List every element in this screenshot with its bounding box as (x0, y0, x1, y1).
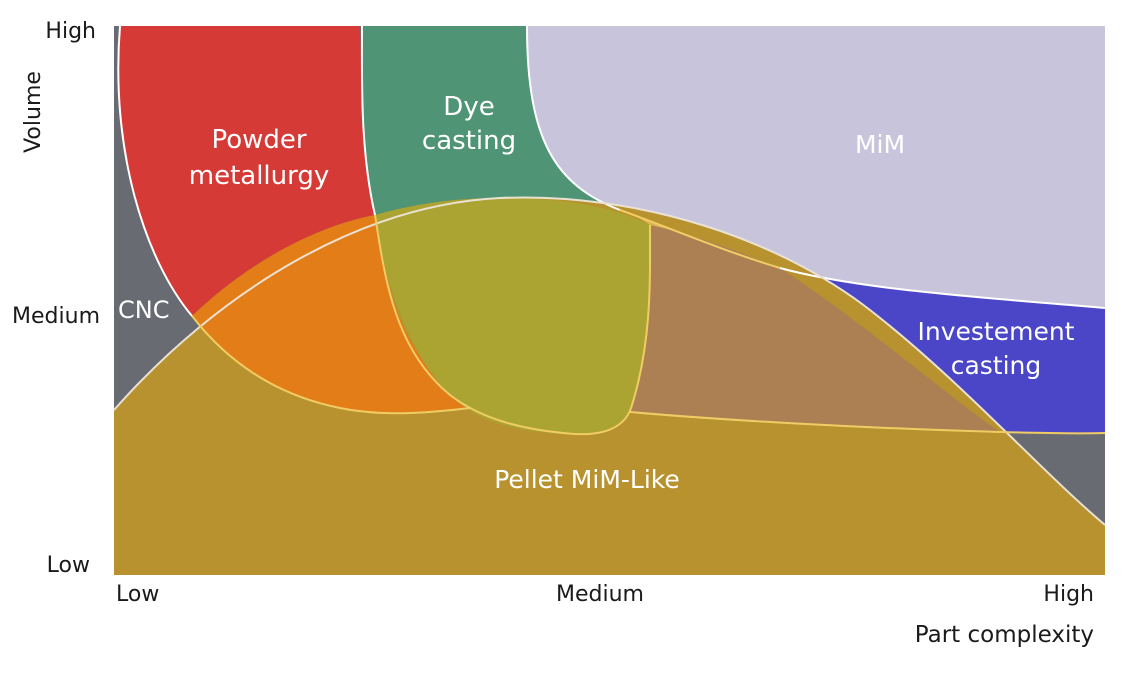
dye-casting-label-line1: Dye (443, 92, 494, 122)
dye-casting-region (361, 26, 620, 215)
dye-casting-label-line2: casting (422, 126, 516, 156)
powder-metallurgy-label-line2: metallurgy (189, 161, 330, 191)
y-tick-low: Low (47, 553, 90, 578)
y-tick-high: High (45, 19, 96, 44)
investment-casting-label-line1: Investement (918, 317, 1075, 346)
investment-casting-label-line2: casting (951, 351, 1042, 380)
y-axis-title: Volume (21, 71, 46, 153)
overlap-mim-pellet (630, 225, 1000, 432)
x-axis-title: Part complexity (915, 622, 1094, 648)
x-tick-low: Low (116, 582, 159, 607)
x-tick-medium: Medium (556, 582, 644, 607)
overlap-powder-pellet (192, 215, 470, 414)
pellet-mim-like-label: Pellet MiM-Like (494, 465, 680, 494)
y-tick-medium: Medium (12, 304, 100, 329)
region-boundaries (113, 25, 1106, 526)
powder-metallurgy-label-line1: Powder (211, 125, 306, 155)
mim-label: MiM (855, 130, 905, 159)
powder-metallurgy-region (118, 26, 376, 316)
x-tick-high: High (1043, 582, 1094, 607)
cnc-label: CNC (118, 296, 169, 324)
overlap-dye-pellet (375, 198, 651, 435)
mim-region (527, 26, 1105, 308)
